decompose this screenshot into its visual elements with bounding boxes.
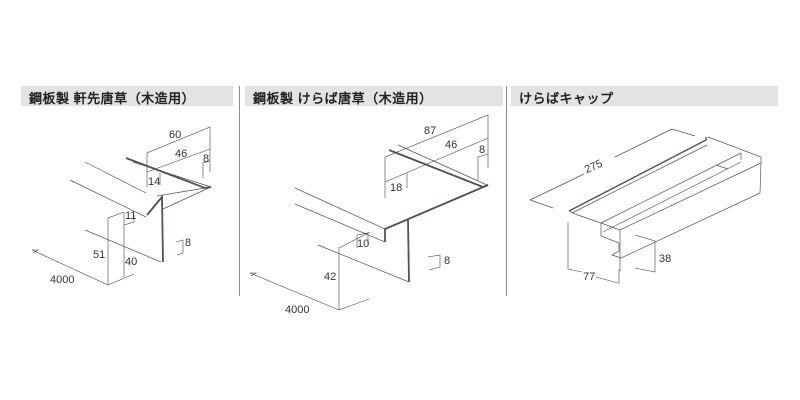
panel-divider: [239, 86, 240, 296]
noki-karakusa-drawing: 60 46 8 14 11 51 40 8 4000: [31, 126, 212, 286]
svg-text:46: 46: [445, 139, 457, 151]
svg-text:8: 8: [444, 255, 450, 267]
svg-text:51: 51: [93, 249, 105, 261]
svg-text:40: 40: [125, 256, 137, 268]
svg-text:77: 77: [583, 271, 595, 283]
keraba-karakusa-drawing: 87 46 8 18 10 42 8 4000: [249, 114, 489, 316]
svg-text:42: 42: [324, 271, 336, 283]
svg-text:60: 60: [169, 129, 181, 141]
svg-text:14: 14: [148, 176, 160, 188]
panel-header-keraba-karakusa: 鋼板製 けらば唐草（木造用）: [245, 86, 503, 106]
panel-header-keraba-cap: けらばキャップ: [511, 86, 778, 106]
svg-text:8: 8: [203, 153, 209, 165]
panel-title: 鋼板製 けらば唐草（木造用）: [253, 91, 433, 106]
panel-title: 鋼板製 軒先唐草（木造用）: [29, 91, 196, 106]
svg-text:18: 18: [390, 182, 402, 194]
svg-text:10: 10: [357, 238, 369, 250]
panel-title: けらばキャップ: [519, 91, 614, 106]
svg-text:11: 11: [125, 210, 136, 222]
svg-text:46: 46: [175, 148, 187, 160]
svg-text:275: 275: [583, 158, 605, 176]
svg-text:8: 8: [479, 144, 485, 156]
svg-text:38: 38: [659, 253, 671, 265]
svg-text:87: 87: [424, 125, 436, 137]
svg-text:8: 8: [185, 237, 191, 249]
svg-text:4000: 4000: [285, 304, 309, 316]
keraba-cap-drawing: 275 77 38: [529, 128, 762, 284]
panel-header-noki-karakusa: 鋼板製 軒先唐草（木造用）: [21, 86, 233, 106]
panel-divider: [506, 86, 507, 296]
svg-text:4000: 4000: [50, 274, 74, 286]
